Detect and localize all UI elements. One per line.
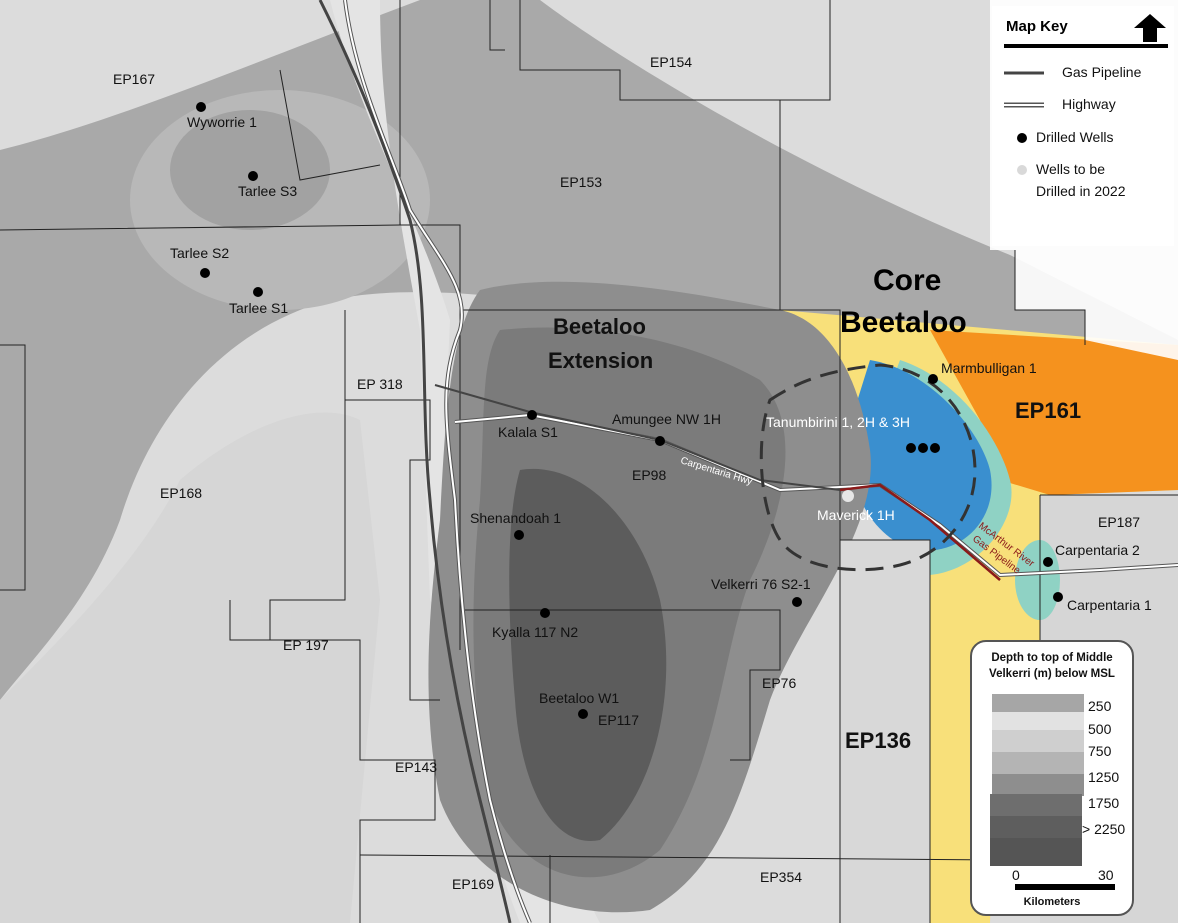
swatch-4 xyxy=(992,774,1084,796)
well-label-tanumbirini: Tanumbirini 1, 2H & 3H xyxy=(766,414,910,430)
map-key-title: Map Key xyxy=(1006,18,1068,35)
well-amungee xyxy=(655,436,665,446)
swatch-1 xyxy=(992,712,1084,730)
well-beetaloo-w1 xyxy=(578,709,588,719)
north-arrow-icon xyxy=(1134,14,1166,42)
map-key-rule xyxy=(1004,44,1168,48)
key-gas-pipeline: Gas Pipeline xyxy=(1062,64,1142,80)
key-wells-to-be-2: Drilled in 2022 xyxy=(1036,183,1126,199)
key-highway: Highway xyxy=(1062,96,1116,112)
well-wyworrie-1 xyxy=(196,102,206,112)
well-label-amungee: Amungee NW 1H xyxy=(612,411,721,427)
well-label-shenandoah: Shenandoah 1 xyxy=(470,510,561,526)
gas-pipeline-route xyxy=(318,0,1001,923)
well-marmbulligan xyxy=(928,374,938,384)
scale-unit: Kilometers xyxy=(1023,896,1081,908)
well-label-carpentaria1: Carpentaria 1 xyxy=(1067,597,1152,613)
region-title-ext-1: Beetaloo xyxy=(553,314,646,339)
swatch-2 xyxy=(992,730,1084,752)
well-label-maverick: Maverick 1H xyxy=(817,507,895,523)
well-carpentaria-2 xyxy=(1043,557,1053,567)
depth-zone-blue xyxy=(845,360,992,551)
depth-legend-title-2: Velkerri (m) below MSL xyxy=(989,668,1115,680)
well-label-marmbulligan: Marmbulligan 1 xyxy=(941,360,1037,376)
key-wells-to-be-1: Wells to be xyxy=(1036,161,1105,177)
legend-value-750: 750 xyxy=(1088,743,1112,759)
permit-label-ep143: EP143 xyxy=(395,759,437,775)
well-carpentaria-1 xyxy=(1053,592,1063,602)
region-title-core-2: Beetaloo xyxy=(840,306,967,339)
well-label-kalala: Kalala S1 xyxy=(498,424,558,440)
well-label-tarlee-s3: Tarlee S3 xyxy=(238,183,297,199)
planned-well-icon xyxy=(1017,165,1027,175)
well-label-wyworrie: Wyworrie 1 xyxy=(187,114,257,130)
well-kalala-s1 xyxy=(527,410,537,420)
key-drilled-wells: Drilled Wells xyxy=(1036,129,1114,145)
scale-start: 0 xyxy=(1012,867,1020,883)
permit-label-ep154: EP154 xyxy=(650,54,692,70)
permit-label-ep169: EP169 xyxy=(452,876,494,892)
swatch-dark-3 xyxy=(990,838,1082,866)
highway-swatch-icon xyxy=(1004,102,1044,108)
permit-label-ep136: EP136 xyxy=(845,728,911,753)
well-tarlee-s2 xyxy=(200,268,210,278)
legend-value-1250: 1250 xyxy=(1088,769,1120,785)
well-tanumbirini-1 xyxy=(906,443,916,453)
well-label-kyalla: Kyalla 117 N2 xyxy=(492,624,578,640)
permit-label-ep197: EP 197 xyxy=(283,637,329,653)
well-tarlee-s3 xyxy=(248,171,258,181)
swatch-3 xyxy=(992,752,1084,774)
core-boundary-dashed xyxy=(759,363,977,572)
legend-value-250: 250 xyxy=(1088,698,1112,714)
legend-value-2250: > 2250 xyxy=(1082,821,1126,837)
region-title-core-1: Core xyxy=(873,264,941,297)
well-label-velkerri: Velkerri 76 S2-1 xyxy=(711,576,811,592)
depth-zone-northwest-inner xyxy=(170,110,330,230)
well-label-tarlee-s2: Tarlee S2 xyxy=(170,245,229,261)
well-kyalla xyxy=(540,608,550,618)
swatch-dark-2 xyxy=(990,816,1082,838)
permit-label-ep354: EP354 xyxy=(760,869,802,885)
scale-bar xyxy=(1015,884,1115,890)
legend-value-500: 500 xyxy=(1088,721,1112,737)
scale-end: 30 xyxy=(1098,867,1114,883)
map-key: Map Key Gas Pipeline Highway Drilled Wel… xyxy=(992,6,1174,246)
depth-zone-southwest xyxy=(0,412,380,923)
permit-label-ep153: EP153 xyxy=(560,174,602,190)
permit-label-ep167: EP167 xyxy=(113,71,155,87)
well-label-tarlee-s1: Tarlee S1 xyxy=(229,300,288,316)
well-label-beetaloo-w1: Beetaloo W1 xyxy=(539,690,619,706)
permit-label-ep117: EP117 xyxy=(598,712,639,728)
region-title-ext-2: Extension xyxy=(548,348,653,373)
legend-value-1750: 1750 xyxy=(1088,795,1120,811)
depth-zone-2250 xyxy=(509,468,667,841)
well-tanumbirini-3h xyxy=(930,443,940,453)
well-tarlee-s1 xyxy=(253,287,263,297)
drilled-wells xyxy=(196,102,1063,719)
swatch-0 xyxy=(992,694,1084,712)
permit-label-ep161: EP161 xyxy=(1015,398,1081,423)
drilled-well-icon xyxy=(1017,133,1027,143)
depth-legend: Depth to top of Middle Velkerri (m) belo… xyxy=(970,640,1134,916)
pipeline-swatch-icon xyxy=(1004,71,1044,75)
well-tanumbirini-2h xyxy=(918,443,928,453)
depth-legend-title-1: Depth to top of Middle xyxy=(991,652,1113,664)
permit-label-ep76: EP76 xyxy=(762,675,796,691)
permit-label-ep318: EP 318 xyxy=(357,376,403,392)
permit-label-ep168: EP168 xyxy=(160,485,202,501)
depth-legend-title: Depth to top of Middle Velkerri (m) belo… xyxy=(976,650,1128,682)
permit-label-ep98: EP98 xyxy=(632,467,666,483)
well-label-carpentaria2: Carpentaria 2 xyxy=(1055,542,1140,558)
permit-label-ep187: EP187 xyxy=(1098,514,1140,530)
well-shenandoah-1 xyxy=(514,530,524,540)
swatch-dark-1 xyxy=(990,794,1082,816)
well-velkerri xyxy=(792,597,802,607)
well-maverick-1h xyxy=(842,490,854,502)
